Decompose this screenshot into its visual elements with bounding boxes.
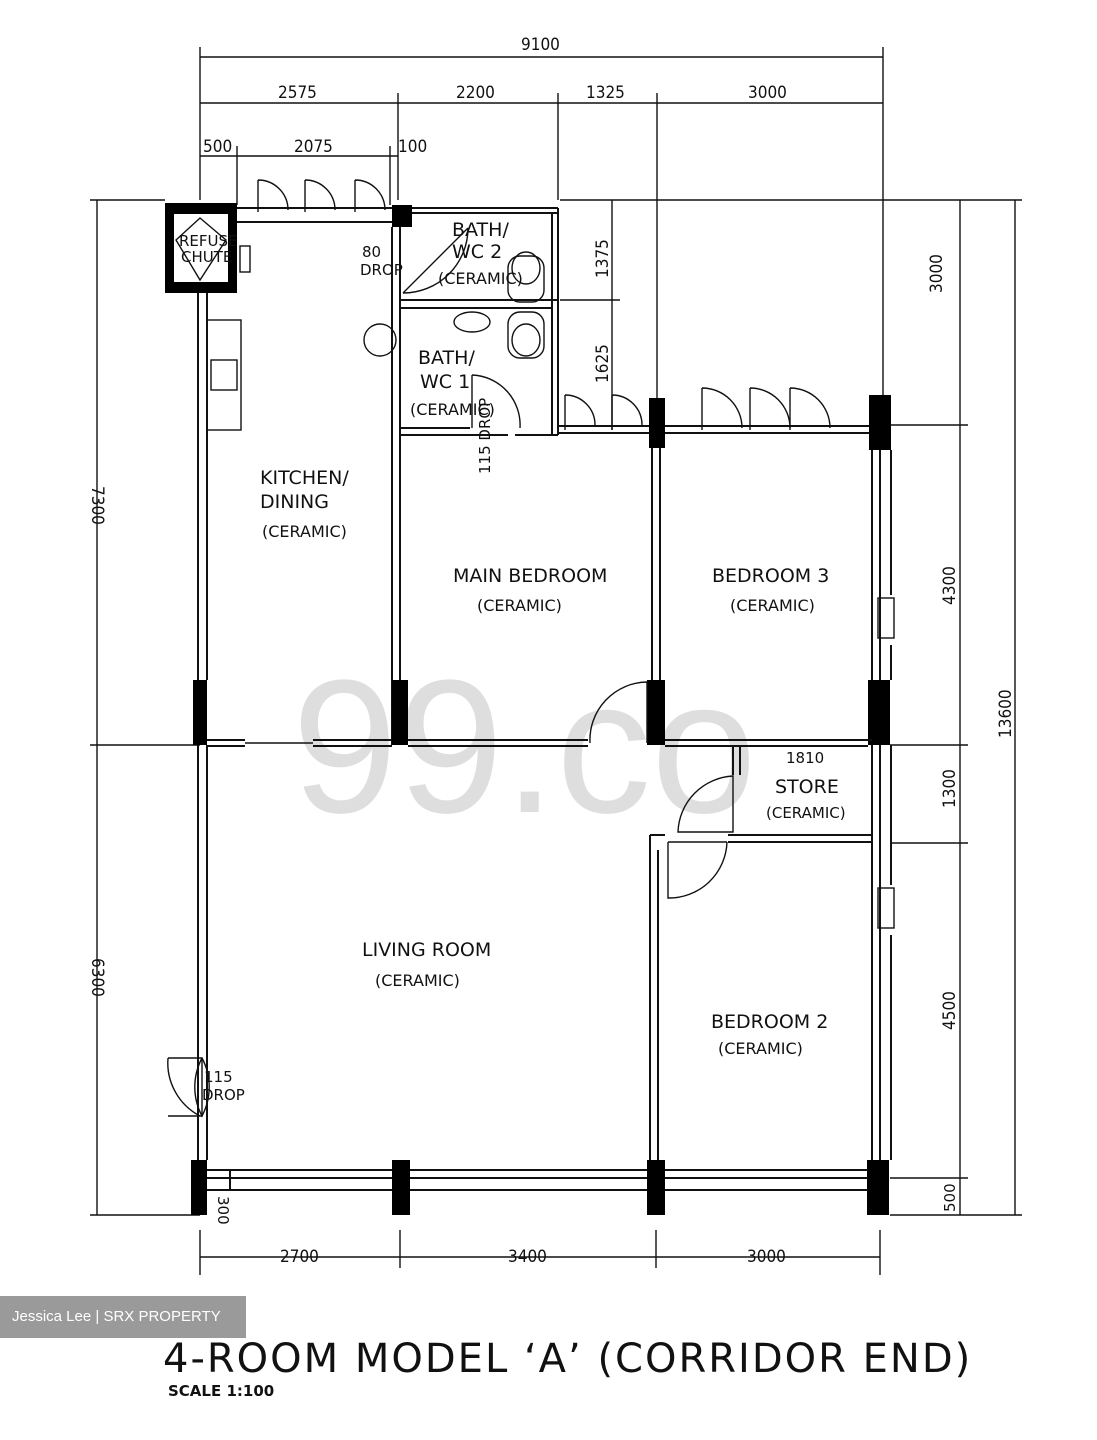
dim-bottom-2700: 2700 (280, 1247, 319, 1267)
left-dimensions (90, 199, 200, 1216)
kitchen-drop-2: DROP (360, 261, 403, 279)
dim-top-3000: 3000 (748, 83, 787, 103)
refuse-label-1: REFUSE (179, 232, 238, 250)
dim-top-total: 9100 (521, 35, 560, 55)
bedroom3-label: BEDROOM 3 (712, 565, 829, 587)
bath2-label-2: WC 2 (452, 241, 502, 263)
top-dimensions (199, 47, 884, 400)
dim-top-2075: 2075 (294, 137, 333, 157)
dim-left-7300: 7300 (87, 486, 107, 525)
bath2-label-1: BATH/ (452, 219, 509, 241)
bath2-finish: (CERAMIC) (438, 269, 523, 288)
dim-right-13600: 13600 (996, 689, 1016, 738)
store-finish: (CERAMIC) (766, 804, 846, 822)
entry-drop-1: 115 (204, 1068, 233, 1086)
dim-right-4300: 4300 (940, 566, 960, 605)
walls (165, 203, 895, 1215)
dim-bottom-3400: 3400 (508, 1247, 547, 1267)
dim-top-1325: 1325 (586, 83, 625, 103)
bath-drop: 115 DROP (476, 398, 494, 474)
bedroom2-label: BEDROOM 2 (711, 1011, 828, 1033)
dim-top-100: 100 (398, 137, 427, 157)
main-bedroom-finish: (CERAMIC) (477, 596, 562, 615)
refuse-label-2: CHUTE (181, 248, 232, 266)
living-room-finish: (CERAMIC) (375, 971, 460, 990)
kitchen-label-1: KITCHEN/ (260, 467, 349, 489)
main-bedroom-label: MAIN BEDROOM (453, 565, 607, 587)
dim-top-2575: 2575 (278, 83, 317, 103)
bath1-label-1: BATH/ (418, 347, 475, 369)
dim-left-6300: 6300 (87, 958, 107, 997)
plan-scale: SCALE 1:100 (168, 1382, 274, 1400)
bath1-finish: (CERAMIC) (410, 400, 495, 419)
entry-drop-2: DROP (202, 1086, 245, 1104)
kitchen-label-2: DINING (260, 491, 329, 513)
dim-inner-1625: 1625 (593, 344, 613, 383)
dim-bottom-3000: 3000 (747, 1247, 786, 1267)
bedroom3-finish: (CERAMIC) (730, 596, 815, 615)
right-dimensions (560, 199, 1022, 1216)
dim-right-1300: 1300 (940, 769, 960, 808)
dim-right-4500: 4500 (940, 991, 960, 1030)
living-room-label: LIVING ROOM (362, 939, 491, 961)
store-label: STORE (775, 776, 839, 798)
bottom-dimensions (199, 1230, 881, 1275)
bedroom2-finish: (CERAMIC) (718, 1039, 803, 1058)
store-width: 1810 (786, 749, 824, 767)
dim-left-300: 300 (214, 1196, 232, 1225)
dim-top-2200: 2200 (456, 83, 495, 103)
agent-credit-badge: Jessica Lee | SRX PROPERTY (0, 1296, 246, 1338)
dim-inner-1375: 1375 (593, 239, 613, 278)
dim-right-3000: 3000 (927, 254, 947, 293)
doors-windows (167, 179, 831, 1118)
dim-top-500: 500 (203, 137, 232, 157)
bath1-label-2: WC 1 (420, 371, 470, 393)
plan-title: 4-ROOM MODEL ‘A’ (CORRIDOR END) (163, 1336, 972, 1382)
kitchen-finish: (CERAMIC) (262, 522, 347, 541)
dim-right-500: 500 (941, 1183, 959, 1212)
kitchen-drop-1: 80 (362, 243, 381, 261)
